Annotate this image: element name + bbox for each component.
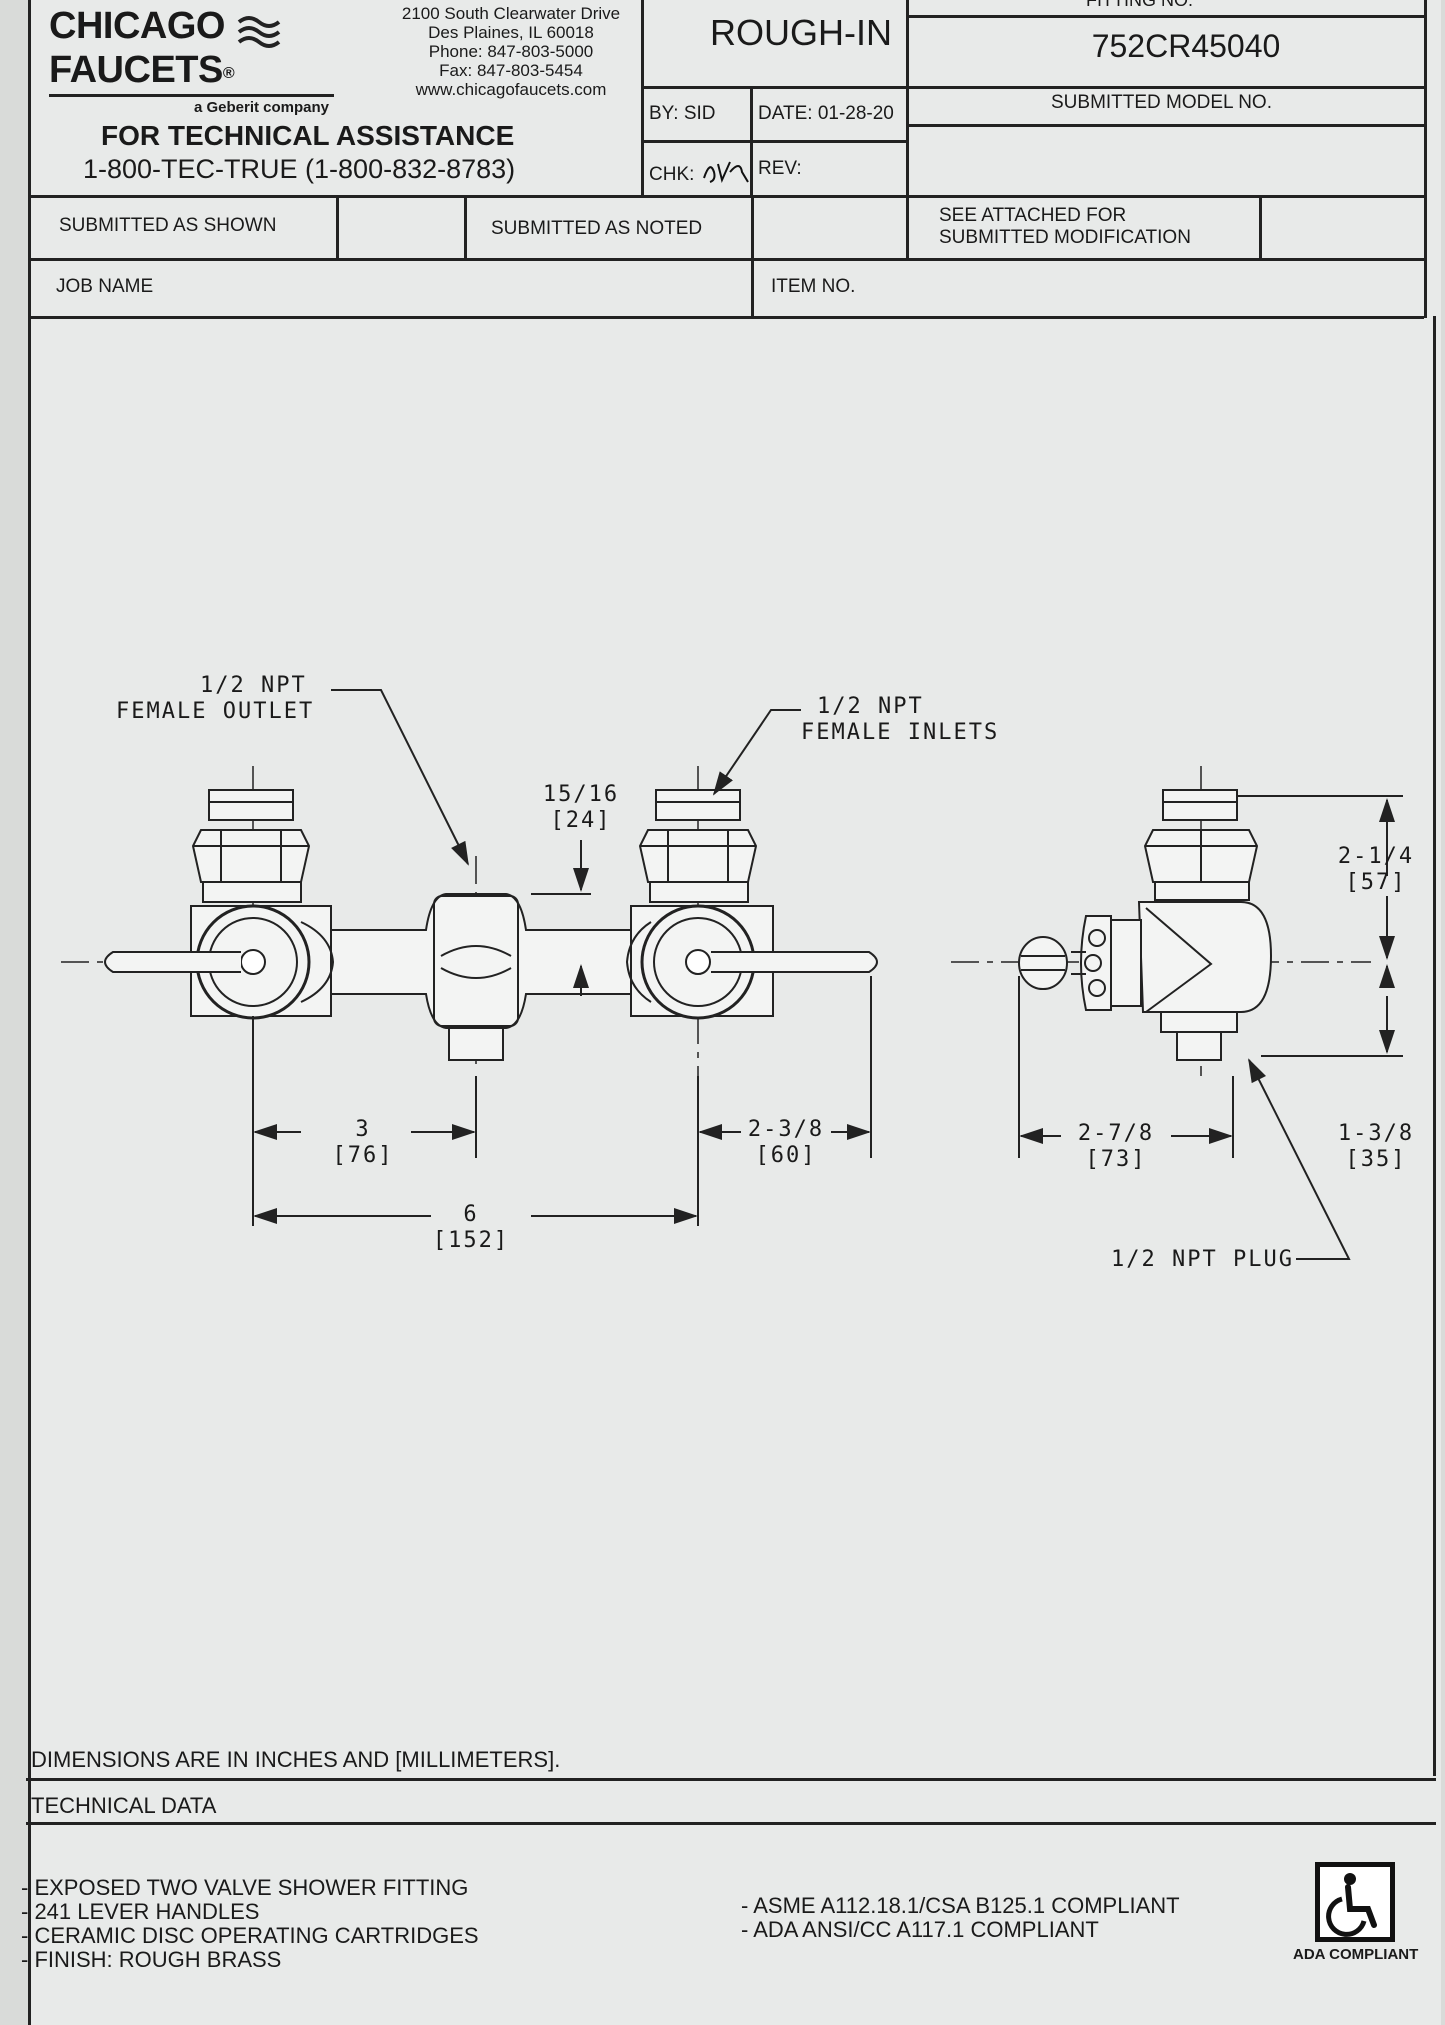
title-block-divider	[31, 316, 1424, 319]
inlets-label: 1/2 NPT FEMALE INLETS	[801, 694, 1000, 745]
compliance-item: - ASME A112.18.1/CSA B125.1 COMPLIANT	[741, 1893, 1180, 1918]
compliance-list: - ASME A112.18.1/CSA B125.1 COMPLIANT - …	[741, 1894, 1180, 1942]
dim-6: 6[152]	[432, 1202, 510, 1253]
side-view-valve	[1018, 789, 1273, 1061]
right-valve	[625, 789, 774, 1020]
outlet-leader	[331, 689, 469, 866]
outlet-label: 1/2 NPT FEMALE OUTLET	[116, 673, 315, 724]
dim-2-1-4: 2-1/4[57]	[1337, 844, 1415, 895]
submitted-as-shown: SUBMITTED AS SHOWN	[59, 215, 277, 236]
title-block-divider	[641, 140, 909, 143]
company-address: 2100 South Clearwater Drive Des Plaines,…	[401, 4, 621, 99]
plug-leader	[1248, 1058, 1351, 1260]
drawing-frame	[1433, 316, 1436, 1776]
fitting-number: 752CR45040	[1091, 28, 1281, 64]
title-block-divider	[1424, 0, 1427, 318]
left-valve	[190, 789, 335, 1020]
title-block-divider	[751, 195, 754, 258]
title-block-divider	[31, 258, 1424, 261]
valve-body	[310, 893, 637, 1061]
fitting-no-label: FITTING NO.	[1086, 0, 1193, 10]
title-block-divider	[464, 195, 467, 258]
technical-data-heading: TECHNICAL DATA	[31, 1793, 217, 1818]
tech-assistance-title: FOR TECHNICAL ASSISTANCE	[101, 120, 515, 151]
drawn-by: BY: SID	[649, 103, 716, 124]
feature-item: - 241 LEVER HANDLES	[21, 1899, 260, 1924]
rough-in-drawing	[61, 689, 1403, 1260]
feature-item: - CERAMIC DISC OPERATING CARTRIDGES	[21, 1923, 479, 1948]
feature-item: - EXPOSED TWO VALVE SHOWER FITTING	[21, 1875, 469, 1900]
title-block-divider	[906, 195, 909, 258]
feature-item: - FINISH: ROUGH BRASS	[21, 1947, 282, 1972]
title-block-divider	[1259, 195, 1262, 258]
right-lever-handle	[711, 951, 878, 973]
see-attached-note: SEE ATTACHED FOR SUBMITTED MODIFICATION	[939, 205, 1191, 248]
title-block-divider	[751, 258, 754, 316]
wheelchair-icon	[1315, 1862, 1395, 1942]
left-lever-handle	[104, 951, 241, 973]
title-block-divider	[906, 15, 1424, 18]
plug-label: 1/2 NPT PLUG	[1111, 1247, 1294, 1272]
checker-signature-icon	[702, 161, 749, 184]
dim-3: 3[76]	[332, 1117, 394, 1168]
drawing-date: DATE: 01-28-20	[758, 103, 894, 124]
submitted-as-noted: SUBMITTED AS NOTED	[491, 218, 703, 239]
submitted-model-label: SUBMITTED MODEL NO.	[1051, 92, 1272, 113]
title-block-divider	[31, 195, 1424, 198]
dim-15-16: 15/16[24]	[542, 782, 620, 833]
title-block-divider	[641, 86, 909, 89]
tech-assistance-phone: 1-800-TEC-TRUE (1-800-832-8783)	[83, 154, 516, 184]
dim-1-3-8: 1-3/8[35]	[1337, 1121, 1415, 1172]
checked-by: CHK:	[649, 158, 752, 186]
inlets-leader	[712, 709, 801, 796]
footer-divider	[26, 1822, 1436, 1825]
item-no-label: ITEM NO.	[771, 276, 856, 297]
title-block-divider	[906, 86, 1424, 89]
company-logo: CHICAGO FAUCETS® a Geberit company	[49, 7, 339, 116]
job-name-label: JOB NAME	[56, 276, 154, 297]
revision: REV:	[758, 158, 802, 179]
title-block-divider	[906, 124, 1424, 127]
features-list: - EXPOSED TWO VALVE SHOWER FITTING - 241…	[21, 1876, 479, 1972]
title-block-divider	[750, 86, 753, 196]
dim-2-7-8: 2-7/8[73]	[1077, 1121, 1155, 1172]
sheet-title: ROUGH-IN	[710, 12, 892, 53]
ada-compliant-label: ADA COMPLIANT	[1293, 1946, 1419, 1963]
title-block-divider	[336, 195, 339, 258]
dimensions-note: DIMENSIONS ARE IN INCHES AND [MILLIMETER…	[31, 1747, 561, 1772]
title-block-divider	[906, 0, 909, 198]
logo-subtitle: a Geberit company	[193, 99, 329, 116]
spec-sheet: CHICAGO FAUCETS® a Geberit company 2100 …	[21, 0, 1441, 2025]
footer-divider	[26, 1778, 1436, 1781]
compliance-item: - ADA ANSI/CC A117.1 COMPLIANT	[741, 1917, 1099, 1942]
title-block-divider	[641, 0, 644, 198]
logo-waves-icon	[237, 16, 281, 48]
dim-2-3-8: 2-3/8[60]	[747, 1117, 825, 1168]
